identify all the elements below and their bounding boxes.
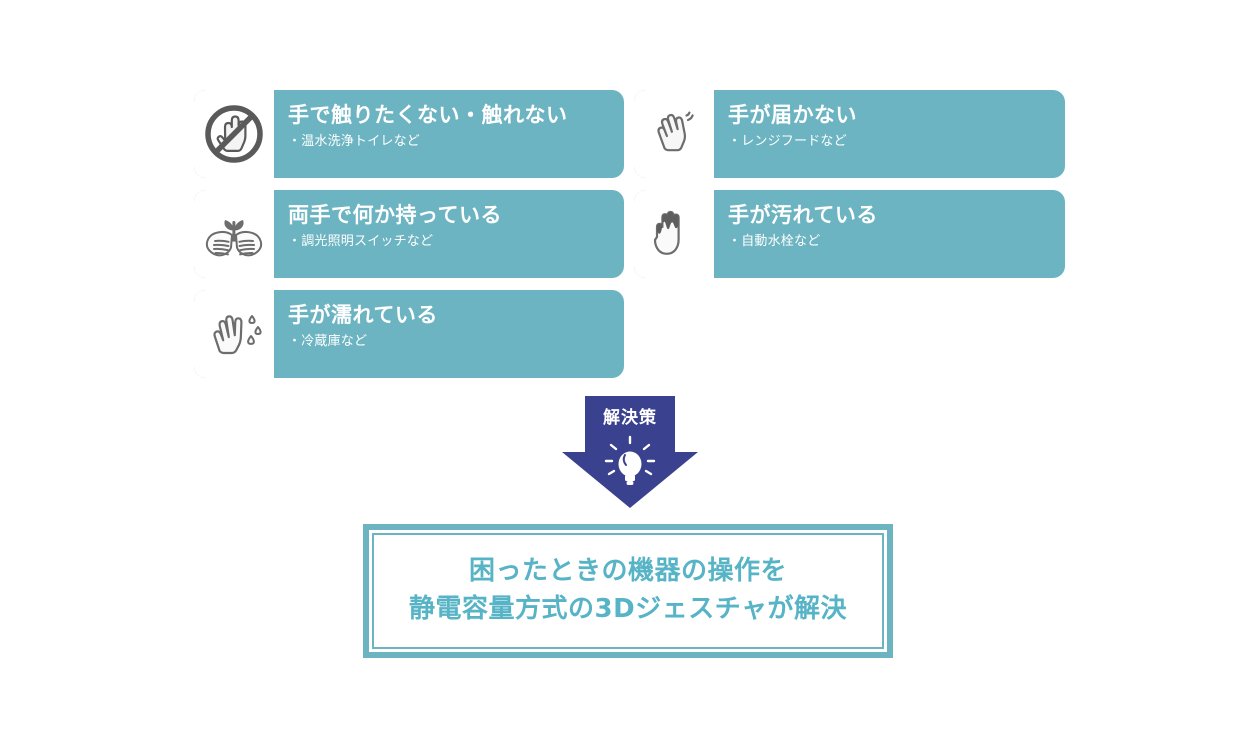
solution-arrow: 解決策 (562, 396, 698, 508)
problem-card-text: 手が濡れている ・冷蔵庫など (274, 290, 624, 378)
problem-example: ・冷蔵庫など (288, 334, 368, 350)
hands-holding-seedling-icon (194, 190, 274, 278)
problem-title: 手が汚れている (728, 203, 878, 227)
problem-card-out-of-reach: 手が届かない ・レンジフードなど (634, 90, 1065, 178)
problem-example: ・レンジフードなど (728, 134, 847, 150)
problem-title: 手が濡れている (288, 303, 438, 327)
problem-card-dirty-hand: 手が汚れている ・自動水栓など (634, 190, 1065, 278)
problem-title: 手が届かない (728, 103, 857, 127)
problem-example: ・調光照明スイッチなど (288, 234, 434, 250)
problem-card-text: 手で触りたくない・触れない ・温水洗浄トイレなど (274, 90, 624, 178)
problem-example: ・自動水栓など (728, 234, 821, 250)
problem-card-text: 手が届かない ・レンジフードなど (714, 90, 1065, 178)
no-touch-hand-icon (194, 90, 274, 178)
problem-card-no-touch: 手で触りたくない・触れない ・温水洗浄トイレなど (194, 90, 624, 178)
solution-line-2: 静電容量方式の3Dジェスチャが解決 (409, 594, 847, 624)
wet-hand-icon (194, 290, 274, 378)
problem-card-both-hands-full: 両手で何か持っている ・調光照明スイッチなど (194, 190, 624, 278)
problem-title: 手で触りたくない・触れない (288, 103, 568, 127)
solution-box: 困ったときの機器の操作を 静電容量方式の3Dジェスチャが解決 (363, 524, 893, 658)
problem-card-text: 両手で何か持っている ・調光照明スイッチなど (274, 190, 624, 278)
solution-box-inner: 困ったときの機器の操作を 静電容量方式の3Dジェスチャが解決 (372, 533, 884, 649)
hand-out-of-reach-icon (634, 90, 714, 178)
dirty-hand-icon (634, 190, 714, 278)
problem-card-wet-hand: 手が濡れている ・冷蔵庫など (194, 290, 624, 378)
problem-example: ・温水洗浄トイレなど (288, 134, 421, 150)
solution-line-1: 困ったときの機器の操作を (468, 556, 787, 587)
problem-title: 両手で何か持っている (288, 203, 502, 227)
problem-card-text: 手が汚れている ・自動水栓など (714, 190, 1065, 278)
